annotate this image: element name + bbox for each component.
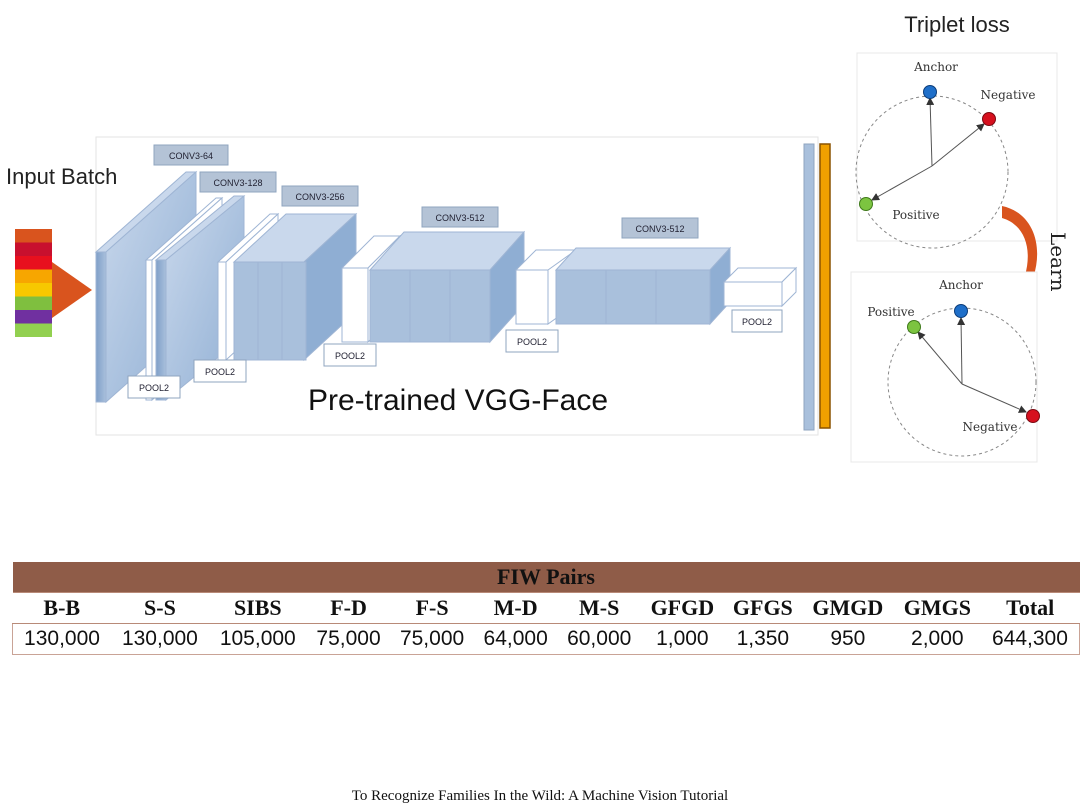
table-cell: 2,000 [893,623,981,655]
fc-layer-bar [803,143,815,431]
table-cell: 60,000 [557,623,641,655]
conv-block-4 [368,230,526,344]
conv-label-5: CONV3-512 [635,224,684,234]
input-batch-item [15,283,52,297]
pool-label-1: POOL2 [139,383,169,393]
column-header-m-d: M-D [473,592,558,624]
input-arrow-icon [52,262,92,318]
input-batch-label: Input Batch [6,164,117,189]
positive-point-icon [859,197,873,211]
input-batch-item [15,310,52,324]
column-header-gmgs: GMGS [893,592,981,624]
table-cell: 130,000 [11,623,111,655]
model-name-label: Pre-trained VGG-Face [308,384,608,417]
pool-label-3: POOL2 [335,351,365,361]
pool-label-5: POOL2 [742,317,772,327]
conv-label-4: CONV3-512 [435,213,484,223]
embedding-bar [819,143,831,429]
column-header-f-s: F-S [390,592,474,624]
table-cell: 130,000 [110,623,209,655]
conv-label-box [421,206,499,228]
column-header-gfgs: GFGS [723,592,802,624]
input-batch-item [15,256,52,270]
vgg-face-diagram: Input Batch CONV3-64 CONV3-128 CONV3-256 [6,12,1070,463]
table-cell: 75,000 [390,623,474,655]
input-batch-item [15,229,52,243]
pool-label-box [323,343,377,367]
table-title: FIW Pairs [12,562,1080,593]
column-header-m-s: M-S [557,592,641,624]
negative-label: Negative [963,420,1018,434]
footer-caption: To Recognize Families In the Wild: A Mac… [351,788,729,804]
conv-label-2: CONV3-128 [213,178,262,188]
input-batch-item [15,323,52,337]
learn-arrow-icon [1002,206,1038,318]
negative-point-icon [982,112,996,126]
table-cell: 64,000 [473,623,558,655]
column-header-gfgd: GFGD [640,592,724,624]
conv-block-3 [232,212,358,362]
conv-label-box [621,217,699,239]
input-batch-item [15,296,52,310]
column-header-s-s: S-S [110,592,209,624]
conv-block-5 [554,246,732,326]
pool-label-2: POOL2 [205,367,235,377]
input-batch-stack [15,229,52,337]
anchor-point-icon [923,85,937,99]
triplet-panel-after: Anchor Positive Negative [850,271,1040,463]
table-cell: 105,000 [208,623,307,655]
positive-label: Positive [867,305,914,319]
conv-label-3: CONV3-256 [295,192,344,202]
negative-point-icon [1026,409,1040,423]
negative-label: Negative [981,88,1036,102]
input-batch-item [15,269,52,283]
anchor-label: Anchor [913,60,958,74]
table-cell: 1,350 [723,623,802,655]
positive-label: Positive [892,208,939,222]
table-cell: 75,000 [306,623,391,655]
pool-label-box [127,375,181,399]
conv-label-box [153,144,229,166]
pool-label-box [193,359,247,383]
positive-point-icon [907,320,921,334]
column-header-total: Total [980,592,1080,624]
table-cell: 1,000 [640,623,724,655]
column-header-f-d: F-D [306,592,391,624]
conv-label-1: CONV3-64 [169,151,213,161]
triplet-panel-before: Anchor Negative Positive [855,52,1058,249]
column-header-b-b: B-B [12,592,111,624]
pool-label-box [505,329,559,353]
conv-label-box [199,171,277,193]
input-batch-item [15,242,52,256]
table-cell: 644,300 [980,623,1080,655]
triplet-loss-title: Triplet loss [904,12,1010,37]
pool-block-5 [722,266,798,308]
learn-label: Learn [1046,232,1070,292]
anchor-point-icon [954,304,968,318]
column-header-sibs: SIBS [208,592,307,624]
pool-label-4: POOL2 [517,337,547,347]
column-header-gmgd: GMGD [801,592,894,624]
table-cell: 950 [801,623,894,655]
conv-label-box [281,185,359,207]
anchor-label: Anchor [938,278,983,292]
pool-label-box [731,309,783,333]
